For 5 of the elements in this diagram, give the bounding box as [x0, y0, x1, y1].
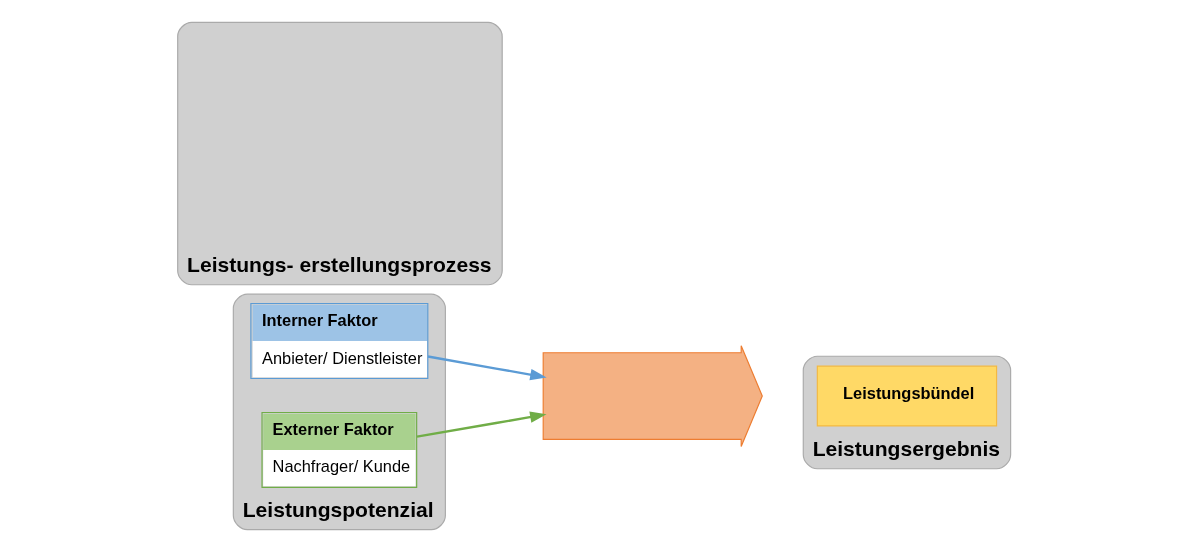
node-box: Leistungsbündel — [816, 365, 998, 427]
node-box: Leistungs- erstellungsprozess — [177, 21, 503, 286]
arrow — [427, 355, 547, 381]
node-arrow — [542, 345, 763, 448]
arrow — [416, 411, 547, 438]
